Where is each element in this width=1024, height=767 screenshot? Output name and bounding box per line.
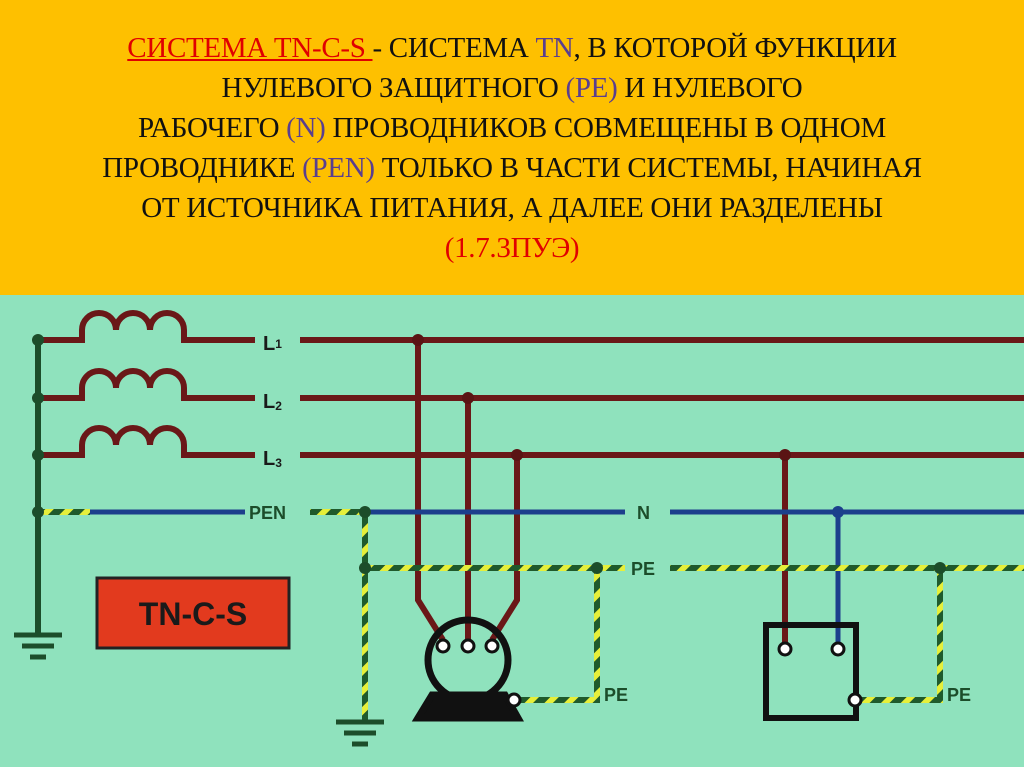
label-n: N (637, 503, 650, 523)
tn-term: TN (535, 32, 574, 64)
junction-dots (32, 334, 946, 574)
header-text: ТОЛЬКО В ЧАСТИ СИСТЕМЫ, НАЧИНАЯ (374, 152, 922, 184)
label-l2: L2 (263, 391, 282, 413)
header-line-5: ОТ ИСТОЧНИКА ПИТАНИЯ, А ДАЛЕЕ ОНИ РАЗДЕЛ… (141, 192, 883, 224)
header-text: - СИСТЕМА (372, 32, 536, 64)
motor-icon (411, 616, 524, 722)
system-badge: TN-C-S (95, 576, 291, 650)
transformer-coils-icon (38, 310, 1024, 645)
pe-term: (PE) (565, 72, 618, 104)
term-title: СИСТЕМА TN-C-S (127, 32, 373, 64)
header-text: ПРОВОДНИКОВ СОВМЕЩЕНЫ В ОДНОМ (325, 112, 886, 144)
pe-conductor (362, 512, 1024, 720)
label-pe-motor: PE (604, 685, 628, 705)
motor-drop-l1 (415, 340, 446, 642)
header-line-3: РАБОЧЕГО (N) ПРОВОДНИКОВ СОВМЕЩЕНЫ В ОДН… (0, 108, 1024, 148)
n-term: (N) (286, 112, 326, 144)
header-line-4: ПРОВОДНИКЕ (PEN) ТОЛЬКО В ЧАСТИ СИСТЕМЫ,… (0, 148, 1024, 188)
header-text: ПРОВОДНИКЕ (102, 152, 303, 184)
header-line-2: НУЛЕВОГО ЗАЩИТНОГО (PE) И НУЛЕВОГО (0, 68, 1024, 108)
header-text: , В КОТОРОЙ ФУНКЦИИ (573, 32, 898, 64)
label-pen: PEN (249, 503, 286, 523)
reference: (1.7.3ПУЭ) (444, 232, 580, 264)
svg-text:TN-C-S: TN-C-S (139, 596, 247, 632)
tn-c-s-diagram: L1 L2 L3 PEN N PE PE PE TN-C-S (14, 310, 1024, 747)
pen-term: (PEN) (302, 152, 375, 184)
header-text: НУЛЕВОГО ЗАЩИТНОГО (221, 72, 566, 104)
pe-ground-icon (336, 719, 384, 747)
label-l3: L3 (263, 448, 282, 470)
terminals (435, 638, 863, 708)
slide-header: СИСТЕМА TN-C-S - СИСТЕМА TN, В КОТОРОЙ Ф… (0, 0, 1024, 295)
label-pe: PE (631, 559, 655, 579)
source-ground-icon (14, 632, 62, 660)
label-pe-load: PE (947, 685, 971, 705)
header-line-1: СИСТЕМА TN-C-S - СИСТЕМА TN, В КОТОРОЙ Ф… (0, 28, 1024, 68)
label-l1: L1 (263, 333, 282, 355)
header-text: И НУЛЕВОГО (617, 72, 803, 104)
header-text: РАБОЧЕГО (138, 112, 287, 144)
load-icon (763, 622, 859, 721)
motor-drop-l3 (489, 455, 520, 642)
